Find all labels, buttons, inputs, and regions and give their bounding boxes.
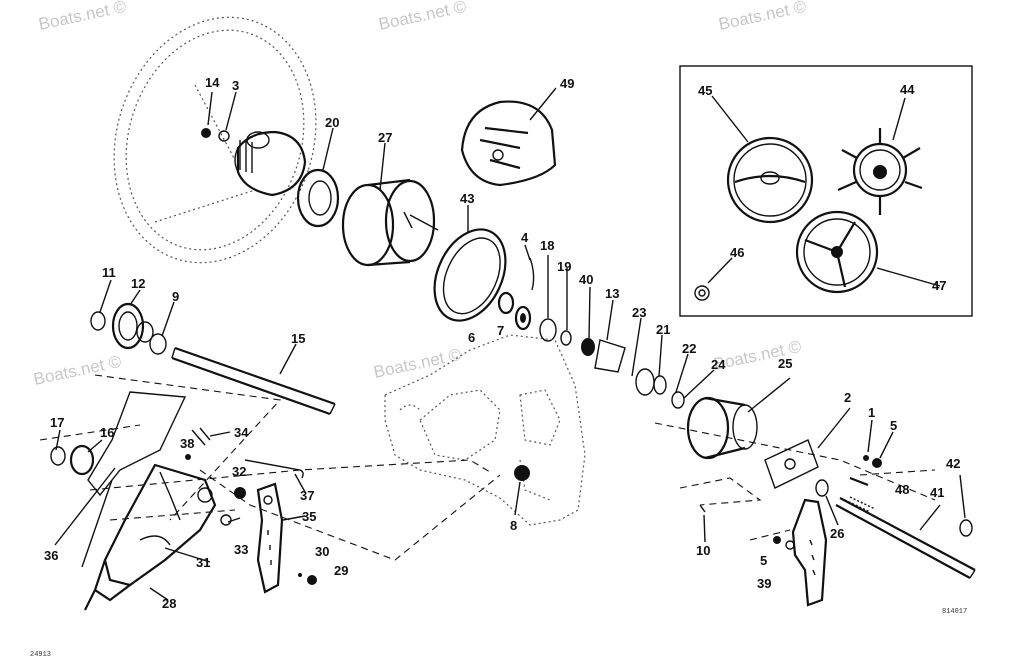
part-label-4: 4 (521, 230, 529, 245)
part-label-16: 16 (100, 425, 114, 440)
part-27 (341, 142, 439, 267)
arm-35 (256, 482, 284, 594)
part-label-38: 38 (180, 436, 194, 451)
part-label-17: 17 (50, 415, 64, 430)
part-label-20: 20 (325, 115, 339, 130)
part-label-42: 42 (946, 456, 960, 471)
part-label-44: 44 (900, 82, 915, 97)
shaft-15 (171, 343, 336, 416)
flange-25 (686, 377, 791, 460)
part-label-49: 49 (560, 76, 574, 91)
steering-wheel-47 (795, 210, 879, 294)
part-label-45: 45 (698, 83, 712, 98)
part-label-15: 15 (291, 331, 305, 346)
part-label-12: 12 (131, 276, 145, 291)
part-label-8: 8 (510, 518, 517, 533)
part-label-9: 9 (172, 289, 179, 304)
part-label-2: 2 (844, 390, 851, 405)
part-label-22: 22 (682, 341, 696, 356)
steering-wheel-45 (726, 136, 814, 224)
part-label-18: 18 (540, 238, 554, 253)
part-label-36: 36 (44, 548, 58, 563)
part-labels: 1 2 3 4 5 5 6 7 8 9 10 11 12 13 14 15 16… (44, 75, 960, 611)
part-label-5: 5 (890, 418, 897, 433)
part-49 (460, 87, 557, 187)
part-label-6: 6 (468, 330, 475, 345)
part-label-11: 11 (102, 265, 116, 280)
part-label-24: 24 (711, 357, 726, 372)
part-label-26: 26 (830, 526, 844, 541)
steering-wheel-44 (837, 128, 923, 215)
part-label-33: 33 (234, 542, 248, 557)
part-label-47: 47 (932, 278, 946, 293)
watermarks: Boats.net © Boats.net © Boats.net © Boat… (32, 0, 809, 389)
part-label-19: 19 (557, 259, 571, 274)
part-label-29: 29 (334, 563, 348, 578)
arm-39 (785, 498, 828, 607)
part-label-48: 48 (895, 482, 909, 497)
part-label-43: 43 (460, 191, 474, 206)
steering-column-28 (84, 463, 217, 611)
part-label-40: 40 (579, 272, 593, 287)
part-label-30: 30 (315, 544, 329, 559)
part-label-10: 10 (696, 543, 710, 558)
part-label-37: 37 (300, 488, 314, 503)
part-20 (296, 127, 340, 228)
part-label-23: 23 (632, 305, 646, 320)
part-label-34: 34 (234, 425, 249, 440)
part-label-25: 25 (778, 356, 792, 371)
watermark: Boats.net © (32, 352, 124, 389)
part-label-32: 32 (232, 464, 246, 479)
watermark: Boats.net © (377, 0, 469, 34)
part-label-27: 27 (378, 130, 392, 145)
part-label-31: 31 (196, 555, 210, 570)
watermark: Boats.net © (372, 345, 464, 382)
shaft-41 (835, 496, 976, 579)
part-label-3: 3 (232, 78, 239, 93)
watermark: Boats.net © (37, 0, 129, 34)
part-label-35: 35 (302, 509, 316, 524)
part-43 (433, 205, 507, 322)
watermark: Boats.net © (717, 0, 809, 34)
part-label-39: 39 (757, 576, 771, 591)
part-label-5b: 5 (760, 553, 767, 568)
corner-code: 24913 (30, 651, 51, 658)
part-label-21: 21 (656, 322, 670, 337)
part-label-28: 28 (162, 596, 176, 611)
part-label-7: 7 (497, 323, 504, 338)
part-label-41: 41 (930, 485, 944, 500)
part-label-46: 46 (730, 245, 744, 260)
part-label-14: 14 (205, 75, 220, 90)
inset-box (679, 65, 973, 317)
diagram-code: 814017 (942, 608, 967, 616)
part-label-1: 1 (868, 405, 875, 420)
part-label-13: 13 (605, 286, 619, 301)
main-steering-wheel (113, 16, 317, 264)
